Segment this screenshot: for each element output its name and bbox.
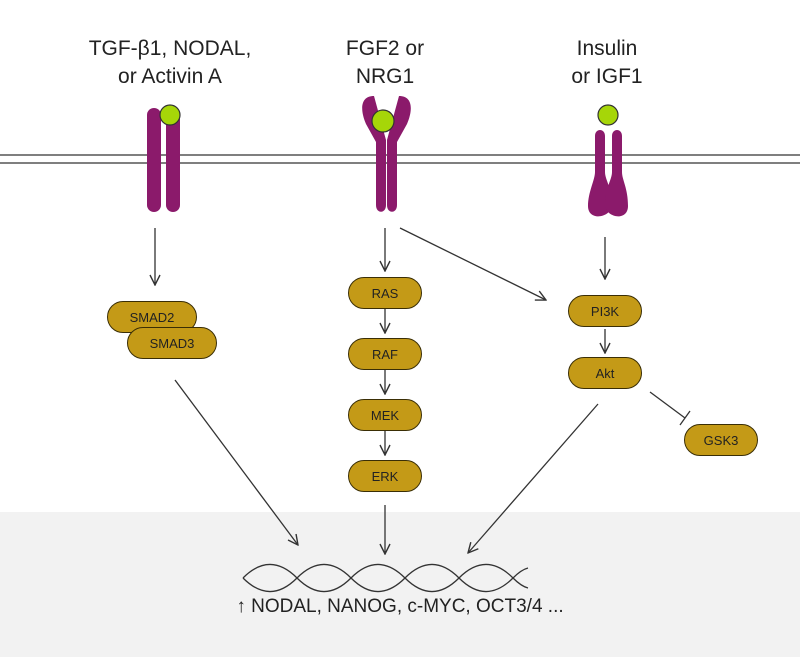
insulin-receptor bbox=[588, 130, 628, 217]
ligand-label-tgf-line2: or Activin A bbox=[118, 65, 222, 88]
arrow-fgf-to-pi3k bbox=[399, 227, 546, 300]
ligand-label-fgf: FGF2 or NRG1 bbox=[275, 35, 495, 91]
ligand-label-insulin: Insulin or IGF1 bbox=[497, 35, 717, 91]
mek-node: MEK bbox=[348, 399, 422, 431]
cell-membrane bbox=[0, 154, 800, 164]
tgf-beta-receptor bbox=[147, 108, 180, 212]
smad3-node: SMAD3 bbox=[127, 327, 217, 359]
target-genes-label: ↑ NODAL, NANOG, c-MYC, OCT3/4 ... bbox=[236, 596, 564, 617]
ligand-label-insulin-line1: Insulin bbox=[576, 37, 638, 60]
akt-node: Akt bbox=[568, 357, 642, 389]
pi3k-node: PI3K bbox=[568, 295, 642, 327]
inhibition-akt-to-gsk3 bbox=[649, 391, 691, 426]
ligand-label-insulin-line2: or IGF1 bbox=[571, 65, 643, 88]
fgf-ligand bbox=[371, 109, 395, 133]
ras-node: RAS bbox=[348, 277, 422, 309]
raf-node: RAF bbox=[348, 338, 422, 370]
ligand-label-tgf-line1: TGF-β1, NODAL, bbox=[88, 37, 252, 60]
erk-node: ERK bbox=[348, 460, 422, 492]
gsk3-node: GSK3 bbox=[684, 424, 758, 456]
arrow-akt-to-genes bbox=[468, 403, 599, 553]
nucleus-region bbox=[0, 512, 800, 657]
arrow-smad-to-genes bbox=[174, 379, 298, 545]
ligand-label-fgf-line1: FGF2 or bbox=[345, 37, 425, 60]
ligand-label-tgf: TGF-β1, NODAL, or Activin A bbox=[60, 35, 280, 91]
tgf-ligand bbox=[159, 104, 181, 126]
dna-helix bbox=[242, 564, 529, 592]
insulin-ligand bbox=[597, 104, 619, 126]
ligand-label-fgf-line2: NRG1 bbox=[355, 65, 415, 88]
